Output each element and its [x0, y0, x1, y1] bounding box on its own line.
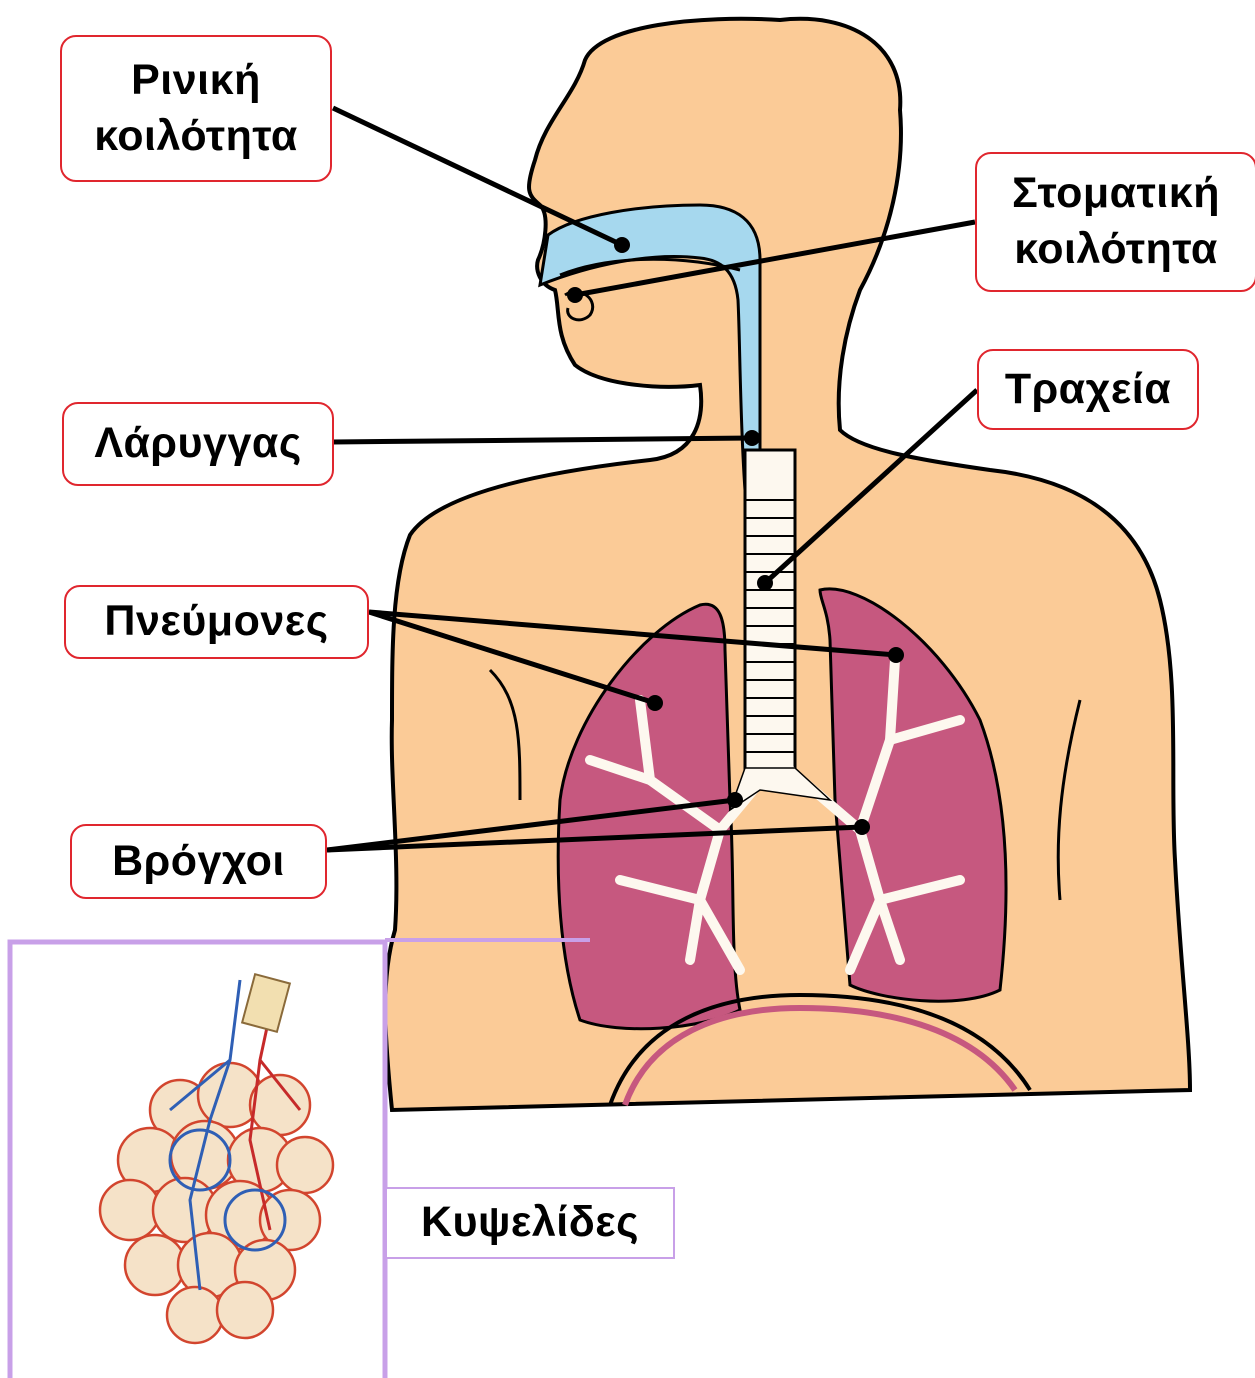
label-nasal-cavity-line-1: Ρινική — [94, 53, 298, 109]
label-alveoli: Κυψελίδες — [385, 1187, 675, 1259]
label-larynx: Λάρυγγας — [62, 402, 334, 486]
label-oral-cavity-line-2: κοιλότητα — [1012, 222, 1220, 278]
label-lungs-text: Πνεύμονες — [104, 594, 328, 650]
label-oral-cavity-line-1: Στοματική — [1012, 166, 1220, 222]
label-larynx-text: Λάρυγγας — [94, 416, 301, 472]
label-alveoli-text: Κυψελίδες — [421, 1195, 639, 1251]
label-lungs: Πνεύμονες — [64, 585, 369, 659]
trachea-tube — [745, 450, 795, 770]
label-bronchi-text: Βρόγχοι — [112, 834, 285, 890]
label-nasal-cavity: Ρινική κοιλότητα — [60, 35, 332, 182]
label-oral-cavity: Στοματική κοιλότητα — [975, 152, 1255, 292]
label-bronchi: Βρόγχοι — [70, 824, 327, 899]
label-nasal-cavity-line-2: κοιλότητα — [94, 109, 298, 165]
label-trachea: Τραχεία — [977, 349, 1199, 430]
label-trachea-text: Τραχεία — [1005, 362, 1171, 418]
bronchiole-tube — [242, 974, 290, 1032]
